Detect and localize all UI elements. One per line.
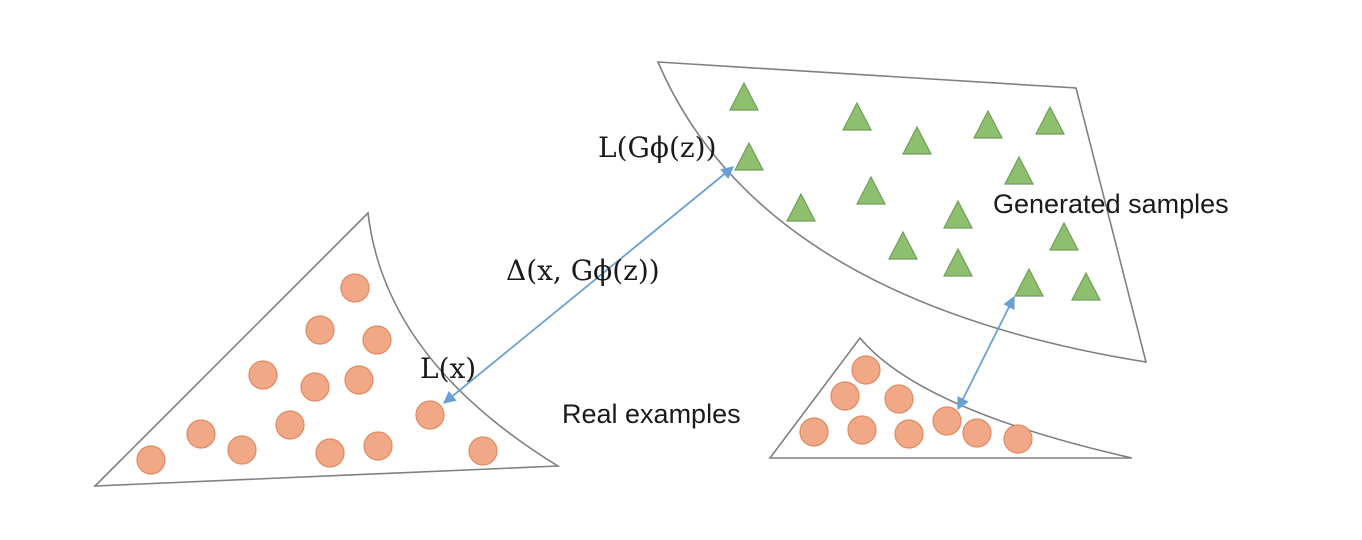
real-sample-icon <box>344 365 374 395</box>
real-sample-icon <box>186 419 216 449</box>
generated-sample-icon <box>1035 105 1065 135</box>
generated-sample-icon <box>888 230 918 260</box>
real-sample-icon <box>851 355 881 385</box>
generated-sample-icon <box>856 175 886 205</box>
generated-sample-icon <box>1014 267 1044 297</box>
generated-sample-icon <box>842 101 872 131</box>
loss-real-label: L(x) <box>420 352 476 385</box>
generated-sample-icon <box>943 199 973 229</box>
generated-sample-icon <box>1049 221 1079 251</box>
real-sample-icon <box>340 273 370 303</box>
loss-generated-label: L(Gϕ(z)) <box>598 131 717 164</box>
real-sample-icon <box>468 436 498 466</box>
generated-samples <box>729 81 1101 301</box>
real-sample-icon <box>884 384 914 414</box>
distance-arrow-right <box>957 295 1015 411</box>
real-sample-icon <box>315 438 345 468</box>
real-sample-icon <box>799 417 829 447</box>
real-sample-icon <box>248 360 278 390</box>
real-sample-icon <box>932 406 962 436</box>
generated-sample-icon <box>786 192 816 222</box>
real-region-left <box>92 211 561 487</box>
real-sample-icon <box>830 381 860 411</box>
real-sample-icon <box>415 400 445 430</box>
distance-arrow-main <box>443 166 734 404</box>
real-sample-icon <box>136 445 166 475</box>
real-samples-left <box>136 273 498 475</box>
real-sample-icon <box>300 372 330 402</box>
real-sample-icon <box>275 410 305 440</box>
real-sample-icon <box>362 325 392 355</box>
generated-sample-icon <box>734 141 764 171</box>
real-sample-icon <box>363 431 393 461</box>
generated-sample-icon <box>729 81 759 111</box>
generated-samples-label: Generated samples <box>993 189 1229 219</box>
real-examples-label: Real examples <box>562 399 741 429</box>
distance-label: Δ(x, Gϕ(z)) <box>506 254 660 287</box>
real-sample-icon <box>962 418 992 448</box>
generated-sample-icon <box>1071 271 1101 301</box>
real-samples-right <box>799 355 1033 454</box>
generated-region <box>656 61 1148 363</box>
generated-sample-icon <box>973 109 1003 139</box>
real-sample-icon <box>305 315 335 345</box>
generated-sample-icon <box>943 247 973 277</box>
real-sample-icon <box>1003 424 1033 454</box>
real-sample-icon <box>227 435 257 465</box>
real-sample-icon <box>847 415 877 445</box>
generated-sample-icon <box>1004 155 1034 185</box>
real-sample-icon <box>894 419 924 449</box>
generated-sample-icon <box>902 125 932 155</box>
